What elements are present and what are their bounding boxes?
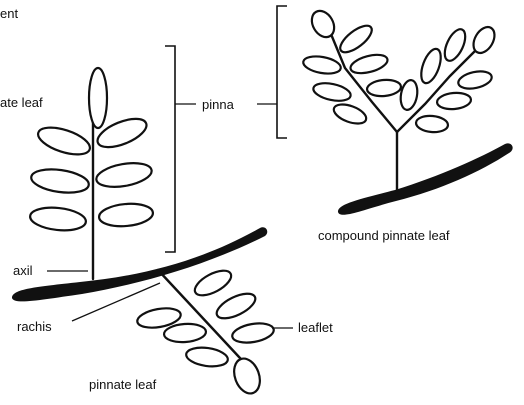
leaflet (98, 202, 154, 229)
terminal-leaflet (230, 355, 265, 397)
label-rachis: rachis (17, 319, 52, 334)
leaflet (415, 115, 448, 134)
leaflet (417, 46, 444, 85)
leaflet (441, 26, 470, 64)
leaflet (331, 101, 368, 128)
leaflet (29, 205, 87, 233)
label-pinna: pinna (202, 97, 235, 112)
lower-pinnate-leaf (136, 266, 275, 397)
leaflet (457, 69, 494, 92)
upper-pinnate-leaf (29, 68, 154, 279)
leaflet (399, 79, 420, 111)
terminal-leaflet (89, 68, 107, 128)
label-pinnate-leaf: pinnate leaf (89, 377, 157, 392)
compound-pinnate-leaf (302, 7, 513, 215)
leaflet (436, 92, 471, 111)
leaflet (231, 320, 275, 345)
label-fragment-top: ent (0, 6, 18, 21)
leaflet (163, 323, 206, 344)
compound-branch (338, 143, 513, 214)
leaflet (35, 122, 93, 160)
leaflet (349, 51, 390, 76)
leaflet (302, 54, 342, 76)
leaflet (30, 166, 90, 196)
pinna-bracket-right (277, 6, 287, 138)
leaflet (213, 289, 259, 324)
terminal-leaflet (307, 7, 338, 41)
leaflet (185, 345, 229, 369)
label-compound-pinnate-leaf: compound pinnate leaf (318, 228, 450, 243)
main-branch (12, 227, 267, 301)
leaflet (366, 79, 401, 98)
pinna-bracket-left (165, 46, 175, 252)
leaflet (312, 80, 352, 104)
leaflet (191, 266, 235, 301)
leaflet (336, 21, 376, 57)
label-simple-fragment: ate leaf (0, 95, 43, 110)
label-leaflet: leaflet (298, 320, 333, 335)
label-axil: axil (13, 263, 33, 278)
leaflet (95, 159, 154, 190)
